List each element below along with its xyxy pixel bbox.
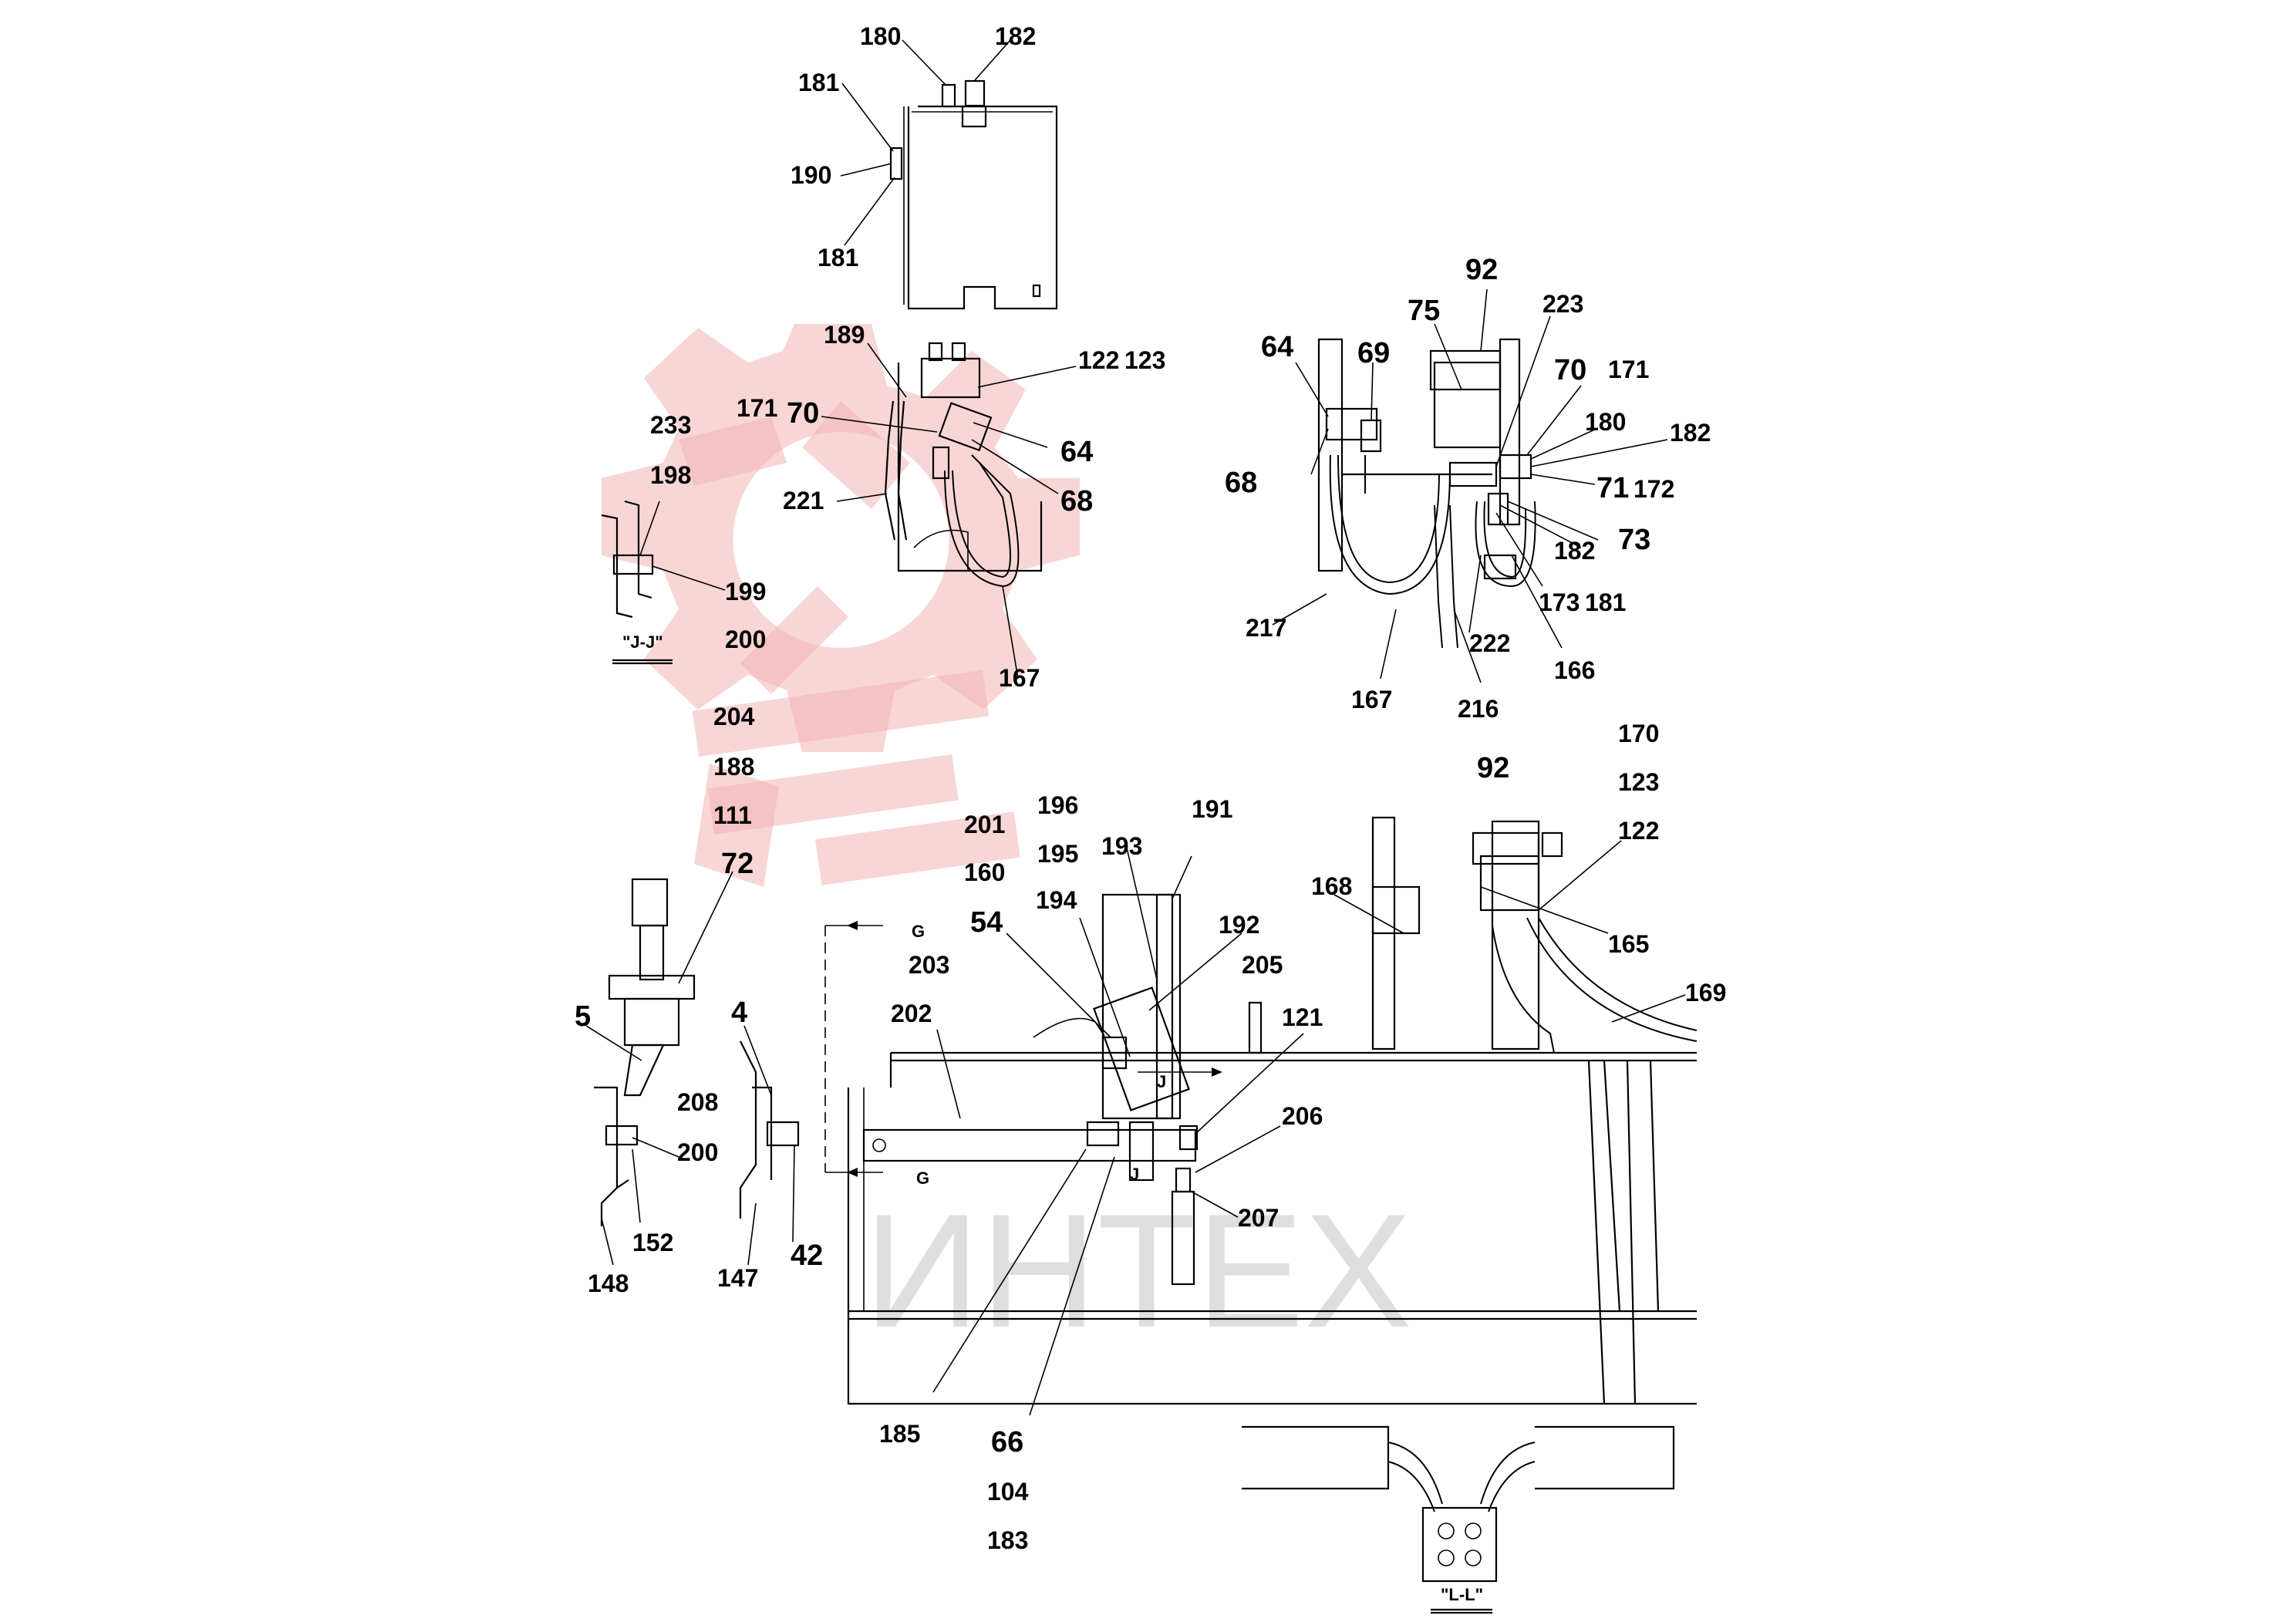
section-marker: G (912, 922, 925, 941)
part-label: 148 (588, 1270, 629, 1297)
part-label: 195 (1037, 840, 1078, 868)
part-label: 5 (575, 1000, 591, 1033)
part-label: 165 (1608, 930, 1649, 958)
part-label: 221 (783, 487, 824, 514)
part-label: 182 (1554, 537, 1595, 565)
part-label: 223 (1542, 290, 1583, 318)
part-label: 191 (1192, 795, 1232, 823)
part-label: 168 (1311, 872, 1352, 900)
part-label: 185 (879, 1420, 920, 1448)
part-label: 123 (1124, 346, 1165, 374)
part-label: 201 (964, 811, 1005, 838)
part-label: 64 (1261, 331, 1293, 363)
part-label: 216 (1458, 695, 1499, 723)
top-bracket-view (889, 79, 1058, 310)
watermark-logo (602, 324, 1080, 887)
part-label: 75 (1408, 295, 1440, 327)
part-label: 68 (1225, 467, 1257, 499)
view-title-jj: "J-J" (622, 632, 663, 652)
part-label: 217 (1246, 614, 1286, 642)
part-label: 204 (713, 703, 755, 730)
part-label: 68 (1060, 485, 1093, 518)
part-label: 207 (1238, 1204, 1279, 1232)
part-label: 200 (725, 626, 766, 653)
part-label: 122 (1078, 346, 1119, 374)
part-label: 73 (1618, 524, 1650, 556)
watermark-text: ИНТЕХ (864, 1180, 1412, 1361)
part-label: 173 (1539, 588, 1580, 616)
part-label: 181 (1585, 588, 1626, 616)
part-label: 203 (909, 951, 949, 979)
leader-lines (585, 39, 1686, 1416)
section-marker: G (916, 1168, 929, 1188)
part-label: 92 (1477, 752, 1509, 784)
part-label: 196 (1037, 791, 1078, 819)
part-label: 171 (737, 394, 777, 422)
part-label: 180 (1585, 408, 1626, 436)
part-label: 192 (1219, 911, 1259, 939)
part-label: 205 (1242, 951, 1283, 979)
part-label: 70 (1554, 354, 1586, 386)
part-label: 64 (1060, 436, 1093, 468)
main-frame (824, 816, 1698, 1405)
part-label: 166 (1554, 656, 1595, 684)
part-label: 182 (1670, 419, 1711, 447)
part-label: 233 (650, 411, 691, 439)
left-lower-details (594, 878, 800, 1226)
section-arrows (847, 921, 1222, 1177)
part-label: 70 (787, 397, 819, 430)
part-label: 189 (824, 321, 865, 349)
part-label: 72 (721, 848, 754, 880)
jj-view (601, 500, 673, 665)
part-label: 170 (1618, 720, 1659, 747)
part-label: 190 (791, 161, 831, 189)
part-label: 200 (677, 1138, 718, 1166)
part-label: 181 (798, 69, 839, 96)
part-label: 208 (677, 1088, 718, 1116)
part-label: 147 (717, 1264, 758, 1292)
part-label: 171 (1608, 356, 1649, 383)
part-label: 172 (1633, 475, 1674, 503)
part-label: 198 (650, 461, 691, 489)
part-label: 71 (1596, 472, 1629, 504)
part-label: 167 (1351, 686, 1392, 713)
part-label: 69 (1357, 337, 1390, 369)
part-label: 183 (987, 1526, 1028, 1554)
part-label: 104 (987, 1478, 1029, 1506)
ll-view (1242, 1425, 1675, 1614)
part-label: 182 (995, 22, 1036, 50)
part-label: 4 (731, 996, 747, 1029)
part-label: 169 (1685, 979, 1726, 1007)
part-label: 199 (725, 578, 766, 605)
part-label: 206 (1282, 1102, 1323, 1130)
part-label: 152 (632, 1229, 673, 1256)
part-label: 111 (713, 801, 752, 829)
part-label: 222 (1469, 629, 1510, 657)
part-label: 66 (991, 1426, 1023, 1458)
right-assembly-view (1317, 338, 1536, 649)
part-label: 160 (964, 858, 1005, 886)
part-label: 121 (1282, 1003, 1323, 1031)
part-label: 167 (999, 664, 1040, 692)
part-label: 188 (713, 753, 754, 781)
section-marker: J (1130, 1165, 1139, 1184)
part-label: 202 (891, 1000, 932, 1027)
part-label: 92 (1465, 254, 1498, 286)
part-label: 54 (970, 906, 1003, 939)
part-label: 123 (1618, 768, 1659, 796)
view-title-ll: "L-L" (1441, 1585, 1483, 1604)
part-label: 193 (1101, 832, 1142, 860)
part-label: 180 (860, 22, 901, 50)
part-label: 194 (1036, 886, 1077, 914)
section-marker: J (1157, 1072, 1166, 1091)
part-label: 181 (818, 244, 858, 271)
part-label: 42 (791, 1239, 823, 1272)
part-label: 122 (1618, 817, 1659, 845)
left-assembly-view (884, 342, 1043, 588)
